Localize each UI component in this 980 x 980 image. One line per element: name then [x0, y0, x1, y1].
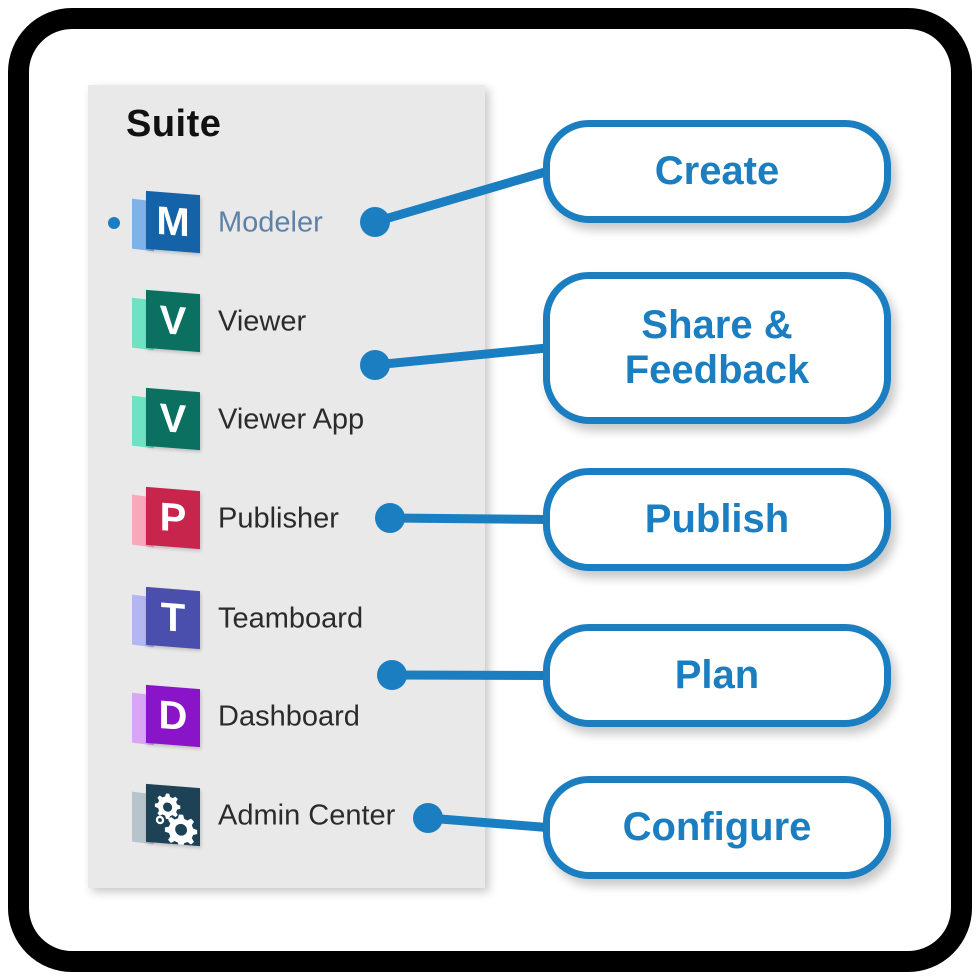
gear-icon [146, 784, 200, 848]
icon-letter-glyph: P [159, 494, 187, 542]
viewer-app-icon: V [132, 289, 200, 354]
app-label: Modeler [218, 206, 323, 239]
app-label: Admin Center [218, 799, 396, 832]
callout-label: Publish [644, 497, 790, 542]
modeler-app-icon: M [132, 190, 200, 255]
callout-share-feedback[interactable]: Share &Feedback [543, 272, 891, 424]
app-row-publisher[interactable]: P Publisher [88, 476, 485, 562]
app-label: Teamboard [218, 602, 364, 635]
callout-label: Share &Feedback [624, 303, 810, 392]
icon-letter-glyph: D [158, 692, 188, 740]
admin-center-gear-icon [132, 783, 200, 848]
app-label: Viewer App [218, 403, 365, 436]
selected-indicator-dot [108, 217, 120, 229]
app-label: Publisher [218, 502, 339, 535]
callout-label: Configure [622, 805, 812, 850]
callout-plan[interactable]: Plan [543, 624, 891, 727]
app-row-dashboard[interactable]: D Dashboard [88, 674, 485, 760]
app-label: Viewer [218, 305, 307, 338]
app-row-viewer-app[interactable]: V Viewer App [88, 377, 485, 463]
teamboard-app-icon: T [132, 586, 200, 651]
icon-letter-glyph: V [159, 297, 187, 345]
app-row-teamboard[interactable]: T Teamboard [88, 576, 485, 662]
app-row-admin-center[interactable]: Admin Center [88, 773, 485, 859]
icon-letter-glyph: M [156, 198, 190, 246]
app-row-viewer[interactable]: V Viewer [88, 279, 485, 365]
callout-create[interactable]: Create [543, 120, 891, 223]
publisher-app-icon: P [132, 486, 200, 551]
icon-letter-glyph: T [160, 595, 186, 641]
dashboard-app-icon: D [132, 684, 200, 749]
callout-label: Create [654, 149, 780, 194]
callout-configure[interactable]: Configure [543, 776, 891, 879]
app-label: Dashboard [218, 700, 360, 733]
callout-label: Plan [674, 653, 760, 698]
sidebar-title: Suite [126, 103, 222, 145]
callout-publish[interactable]: Publish [543, 468, 891, 571]
app-row-modeler[interactable]: M Modeler [88, 180, 485, 266]
icon-letter-glyph: V [159, 395, 187, 443]
viewer-app-app-icon: V [132, 387, 200, 452]
